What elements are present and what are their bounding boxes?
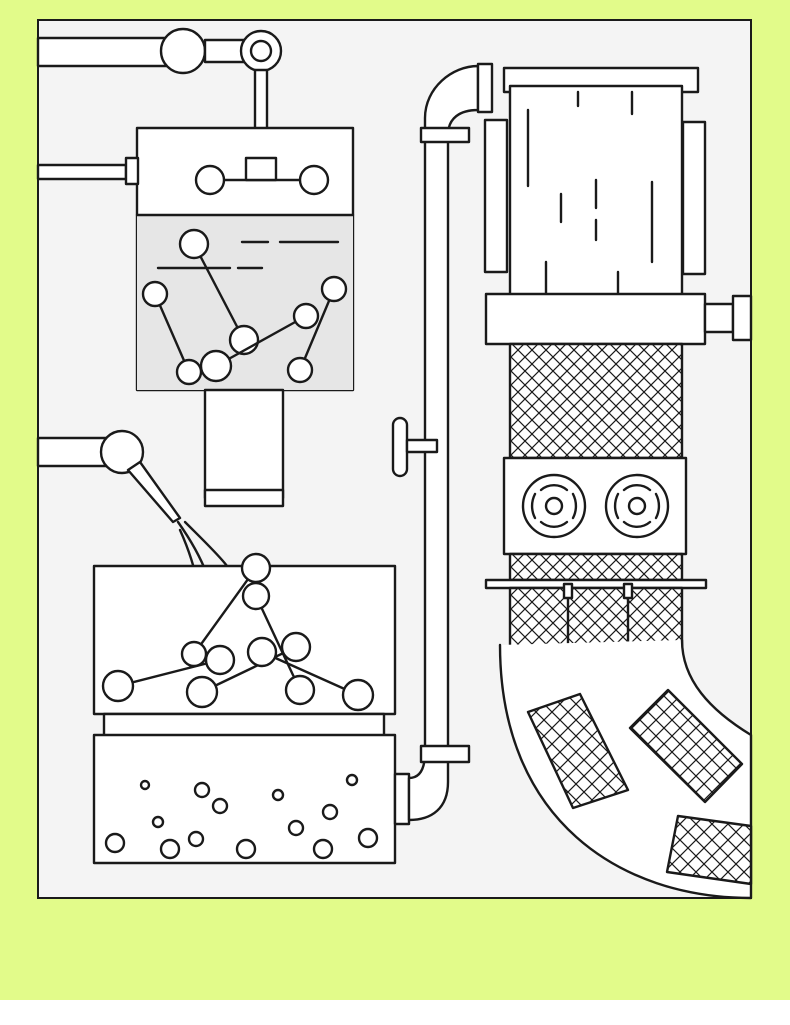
mesh-block-icon bbox=[665, 814, 753, 886]
mesh-block-icon bbox=[628, 688, 744, 804]
mesh-block-icon bbox=[526, 692, 630, 810]
bone-shape-icon bbox=[246, 636, 375, 712]
bone-shape-icon bbox=[185, 631, 312, 709]
riser-pipe bbox=[391, 62, 494, 822]
bone-shape-icon bbox=[180, 552, 272, 668]
bone-shape-icon bbox=[199, 302, 320, 383]
fan-icon bbox=[604, 473, 670, 539]
output-chute bbox=[498, 638, 753, 900]
bubbles bbox=[104, 773, 379, 860]
agitator-icon bbox=[194, 156, 330, 196]
bone-shape-icon bbox=[241, 581, 316, 706]
bone-shape-icon bbox=[101, 644, 236, 703]
mixing-tank bbox=[36, 126, 355, 508]
fan-icon bbox=[521, 473, 587, 539]
wash-tank bbox=[92, 552, 411, 865]
bone-shape-icon bbox=[286, 275, 348, 384]
top-pipe bbox=[36, 27, 283, 162]
crusher-column bbox=[483, 66, 753, 674]
